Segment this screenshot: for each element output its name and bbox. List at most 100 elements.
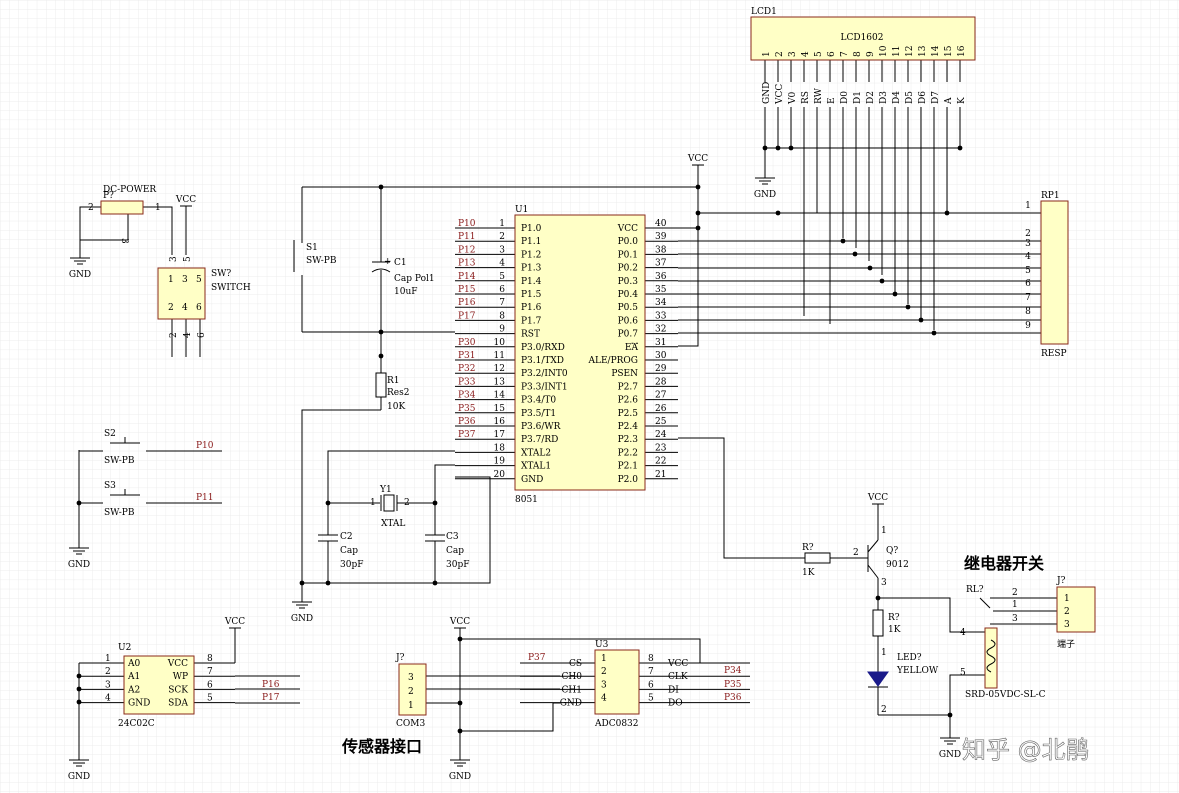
junction-dot: [944, 210, 950, 216]
led-name: YELLOW: [896, 666, 939, 676]
lcd-pin-number: 4: [801, 51, 811, 57]
u3-pin-number: 1: [601, 654, 607, 664]
switch-pin: 4: [183, 332, 193, 338]
vcc-label: VCC: [175, 195, 196, 205]
net-label: P37: [458, 430, 476, 440]
junction-dot: [788, 145, 794, 151]
j-sensor-ref: J?: [395, 653, 405, 663]
mcu-pin-number: 7: [499, 298, 505, 308]
mcu-pin-name: P3.3/INT1: [521, 382, 568, 392]
relay-pin: 5: [960, 668, 966, 678]
net-label: P17: [262, 693, 280, 703]
lcd-pin-number: 14: [931, 45, 941, 57]
rp1-pin-number: 7: [1025, 293, 1031, 303]
u2-body: [123, 655, 195, 715]
mcu-pin-number: 27: [655, 391, 667, 401]
led-pin: 1: [881, 648, 887, 658]
y1-pin: 1: [370, 498, 376, 508]
mcu-pin-name: P2.7: [618, 382, 639, 392]
terminal-pin: 3: [1064, 620, 1070, 630]
u2-pin-number: 1: [105, 654, 111, 664]
mcu-pin-number: 3: [499, 245, 505, 255]
wires: [69, 60, 1057, 767]
r1-name: Res2: [387, 388, 409, 398]
lcd-pin-number: 9: [866, 51, 876, 57]
p23-wire: [678, 437, 805, 559]
mcu-pin-number: 32: [655, 325, 666, 335]
rp1-pin-number: 3: [1025, 239, 1031, 249]
lcd-pin-number: 15: [944, 45, 954, 57]
mcu-pin-name: P2.4: [618, 422, 639, 432]
mcu-pin-number: 36: [655, 272, 667, 282]
mcu-pin-name: P2.3: [618, 435, 639, 445]
relay-gnd-wire: [878, 674, 985, 716]
rp1-pin-number: 1: [1025, 201, 1031, 211]
lcd-pin-name: D5: [905, 91, 915, 104]
u3-pin-number: 4: [601, 694, 607, 704]
rp1-pin-number: 8: [1025, 307, 1031, 317]
dc-power-pin: 1: [155, 203, 161, 213]
net-label: P31: [458, 351, 476, 361]
c3-ref: C3: [446, 532, 459, 542]
u2-pin-name: A2: [127, 685, 140, 695]
relay-contact: [979, 597, 991, 609]
mcu-pin-name: P3.6/WR: [521, 422, 561, 432]
net-label: P33: [458, 377, 476, 387]
c1-ref: C1: [394, 258, 407, 268]
mcu-pin-name: P0.1: [618, 250, 638, 260]
switch-pin: 5: [196, 275, 202, 285]
rp1-pin-number: 5: [1025, 266, 1031, 276]
q-ref: Q?: [886, 546, 898, 556]
mcu-pin-name: P0.7: [618, 330, 639, 340]
led-pin: 2: [881, 705, 887, 715]
mcu-pin-number: 28: [655, 377, 667, 387]
lcd-pin-name: D6: [918, 91, 928, 104]
mcu-pin-name: P2.0: [618, 475, 639, 485]
lcd-pin-name: D7: [931, 91, 941, 104]
gnd-label: GND: [449, 772, 471, 782]
lcd-ref: LCD1: [751, 7, 777, 17]
relay-pin: 4: [960, 628, 966, 638]
switch-pin: 1: [168, 275, 174, 285]
c2-ref: C2: [340, 532, 353, 542]
terminal-body: [1056, 586, 1096, 633]
relay-pin: 3: [1012, 614, 1018, 624]
mcu-pin-name: XTAL1: [521, 462, 551, 472]
mcu-pin-name: P0.0: [618, 237, 639, 247]
lcd-pin-number: 2: [775, 51, 785, 57]
net-label: P30: [458, 338, 476, 348]
gnd-label: GND: [754, 190, 776, 200]
rp1-pin-number: 9: [1025, 321, 1031, 331]
junction-dot: [695, 184, 701, 190]
vcc-label: VCC: [224, 617, 245, 627]
c3-name: Cap: [446, 546, 464, 556]
q-pin: 2: [853, 548, 859, 558]
r-led-body: [872, 609, 884, 637]
mcu-pin-number: 18: [494, 443, 506, 453]
mcu-pin-name: P3.1/TXD: [521, 356, 564, 366]
ea-wire: [678, 228, 699, 347]
mcu-pin-number: 2: [499, 232, 505, 242]
c2-value: 30pF: [340, 560, 363, 570]
mcu-pin-number: 33: [655, 311, 667, 321]
rp1-ref: RP1: [1041, 191, 1060, 201]
mcu-pin-name: XTAL2: [521, 448, 551, 458]
u3-pin-number: 3: [601, 680, 607, 690]
net-label: P34: [458, 391, 476, 401]
relay-body: [984, 627, 998, 689]
net-label: P11: [458, 232, 476, 242]
r-base-body: [804, 552, 831, 564]
dc-power-name: DC-POWER: [103, 185, 156, 195]
mcu-pin-name: P1.1: [521, 237, 541, 247]
xtal2-wire: [327, 450, 455, 503]
mcu-pin-name: P1.2: [521, 250, 541, 260]
u3-pin-number: 7: [648, 667, 654, 677]
mcu-pin-name: P1.6: [521, 303, 542, 313]
u2-pin-number: 8: [207, 654, 213, 664]
r1-value: 10K: [387, 402, 405, 412]
junction-dot: [775, 210, 781, 216]
mcu-pin-number: 12: [494, 364, 505, 374]
net-label: P10: [458, 219, 476, 229]
pb-name: SW-PB: [104, 456, 135, 466]
r-base-ref: R?: [802, 543, 814, 553]
